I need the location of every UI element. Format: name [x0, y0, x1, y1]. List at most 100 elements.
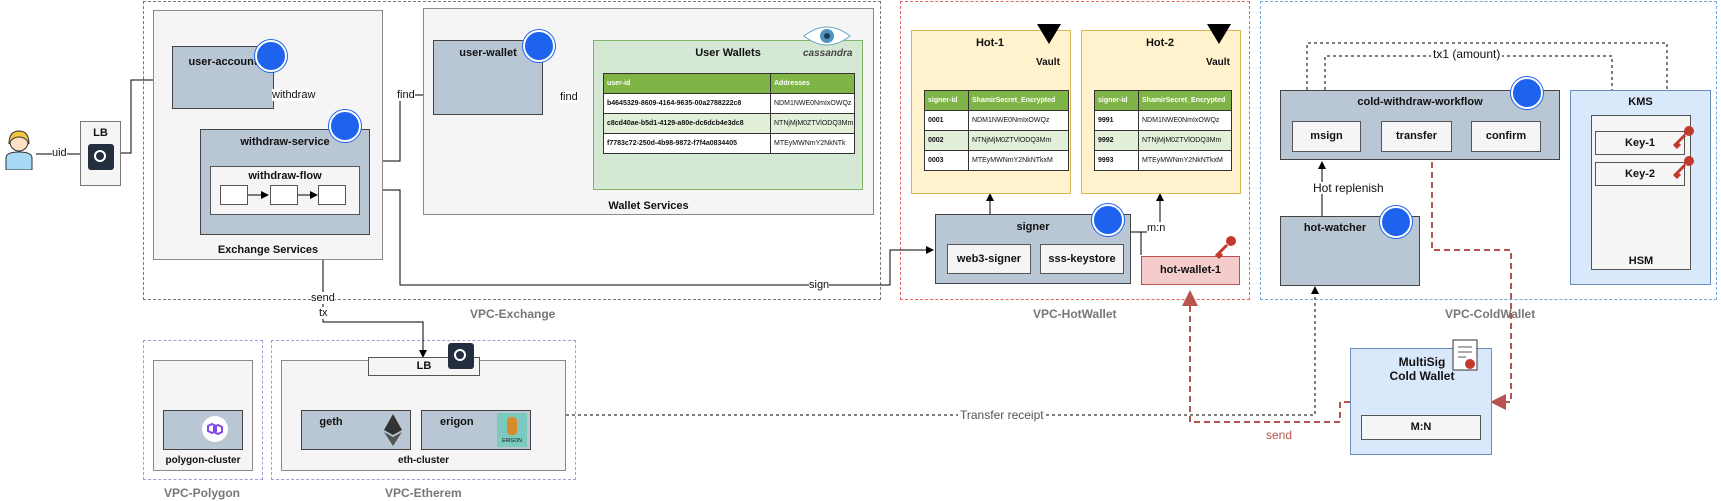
erigon-label: erigon — [440, 416, 474, 428]
withdraw-flow-label: withdraw-flow — [248, 170, 322, 182]
load-balancer-icon — [448, 343, 474, 369]
hot-2-title: Hot-2 — [1145, 37, 1175, 49]
certificate-icon — [1452, 339, 1478, 371]
withdraw-service-label: withdraw-service — [240, 136, 330, 148]
edge-label-tx: tx — [319, 307, 328, 319]
eth-cluster-label: eth-cluster — [397, 455, 450, 466]
kms-label: KMS — [1628, 96, 1653, 108]
cassandra-logo-text: cassandra — [803, 48, 853, 59]
web3-signer-box[interactable]: web3-signer — [947, 244, 1031, 274]
edge-signer-hotwallet — [1131, 231, 1142, 255]
docker-icon — [523, 30, 555, 62]
key-icon — [1214, 236, 1236, 260]
vpc-etherem-label: VPC-Etherem — [385, 486, 462, 500]
polygon-icon — [202, 416, 228, 442]
edge-send-tx — [322, 233, 427, 358]
msign-box[interactable]: msign — [1292, 121, 1361, 152]
edge-transfer-receipt — [566, 286, 1319, 416]
edge-tx1-b — [1324, 55, 1616, 120]
hot-1-title: Hot-1 — [975, 37, 1005, 49]
table-header: Addresses — [770, 73, 855, 94]
exchange-services-label: Exchange Services — [217, 244, 319, 256]
docker-icon — [1380, 206, 1412, 238]
hot-watcher-label: hot-watcher — [1303, 222, 1367, 234]
sss-keystore-box[interactable]: sss-keystore — [1040, 244, 1124, 274]
edge-sign — [360, 189, 934, 286]
edge-label-find-2: find — [560, 91, 578, 103]
multisig-label-line2: Cold Wallet — [1389, 369, 1455, 383]
multisig-label-line1: MultiSig — [1398, 355, 1446, 369]
vpc-coldwallet-label: VPC-ColdWallet — [1445, 307, 1536, 321]
vpc-polygon-boundary — [143, 340, 263, 480]
edge-label-withdraw: withdraw — [272, 89, 316, 101]
vpc-coldwallet-boundary — [1260, 1, 1717, 300]
lb-left-label: LB — [93, 127, 108, 139]
key-icon — [1672, 156, 1694, 180]
user-account-label: user-account — [188, 56, 258, 68]
flow-arrows — [248, 191, 318, 199]
edge-label-transfer-receipt: Transfer receipt — [958, 408, 1046, 422]
flow-step — [270, 185, 298, 205]
vault-icon — [1037, 24, 1061, 44]
edge-find-user-wallet — [370, 91, 432, 162]
edge-transfer-multisig — [1431, 152, 1512, 410]
edge-label-send-red: send — [1266, 428, 1293, 442]
polygon-cluster-label: polygon-cluster — [165, 455, 241, 466]
vpc-exchange-label: VPC-Exchange — [470, 307, 556, 321]
vault-label: Vault — [1036, 57, 1060, 68]
edge-label-mn: m:n — [1147, 222, 1166, 234]
geth-label: geth — [319, 416, 343, 428]
user-wallets-title: User Wallets — [695, 47, 761, 59]
vault-icon — [1207, 24, 1231, 44]
user-icon — [5, 130, 33, 170]
hsm-label: HSM — [1628, 255, 1654, 267]
erigon-icon: ERIGON — [497, 413, 527, 447]
cold-withdraw-workflow-label: cold-withdraw-workflow — [1357, 96, 1483, 108]
docker-icon — [1511, 77, 1543, 109]
table-header: user-id — [603, 73, 771, 94]
edge-lb-user-account — [121, 76, 173, 154]
docker-icon — [255, 40, 287, 72]
key-icon — [1672, 126, 1694, 150]
key-2-box[interactable]: Key-2 — [1595, 162, 1685, 186]
user-wallet-label: user-wallet — [459, 47, 517, 59]
docker-icon — [1092, 204, 1124, 236]
edge-label-send: send — [311, 292, 335, 304]
vpc-hotwallet-boundary — [900, 1, 1250, 300]
load-balancer-icon — [87, 144, 114, 170]
vpc-exchange-boundary — [143, 1, 881, 300]
edge-label-tx1: tx1 (amount) — [1431, 47, 1503, 61]
vault-label: Vault — [1206, 57, 1230, 68]
transfer-box[interactable]: transfer — [1381, 121, 1452, 152]
wallet-services-label: Wallet Services — [608, 200, 689, 212]
vpc-polygon-label: VPC-Polygon — [164, 486, 241, 500]
erigon-logo-text: ERIGON — [502, 438, 522, 444]
mn-box: M:N — [1361, 415, 1481, 440]
edge-label-sign: sign — [809, 279, 830, 291]
flow-step — [220, 185, 248, 205]
key-1-box[interactable]: Key-1 — [1595, 131, 1685, 155]
edge-send-hotwallet — [1182, 290, 1350, 423]
signer-label: signer — [1016, 221, 1050, 233]
ethereum-icon — [384, 414, 402, 446]
flow-step — [318, 185, 346, 205]
edge-label-find-1: find — [397, 89, 415, 101]
confirm-box[interactable]: confirm — [1471, 121, 1541, 152]
hot-wallet-1[interactable]: hot-wallet-1 — [1141, 256, 1240, 285]
edge-label-hot-replenish: Hot replenish — [1313, 181, 1384, 195]
edge-label-uid: uid — [52, 147, 67, 159]
cassandra-eye-icon — [803, 26, 851, 46]
lb-left: LB — [80, 121, 121, 186]
vpc-hotwallet-label: VPC-HotWallet — [1033, 307, 1117, 321]
